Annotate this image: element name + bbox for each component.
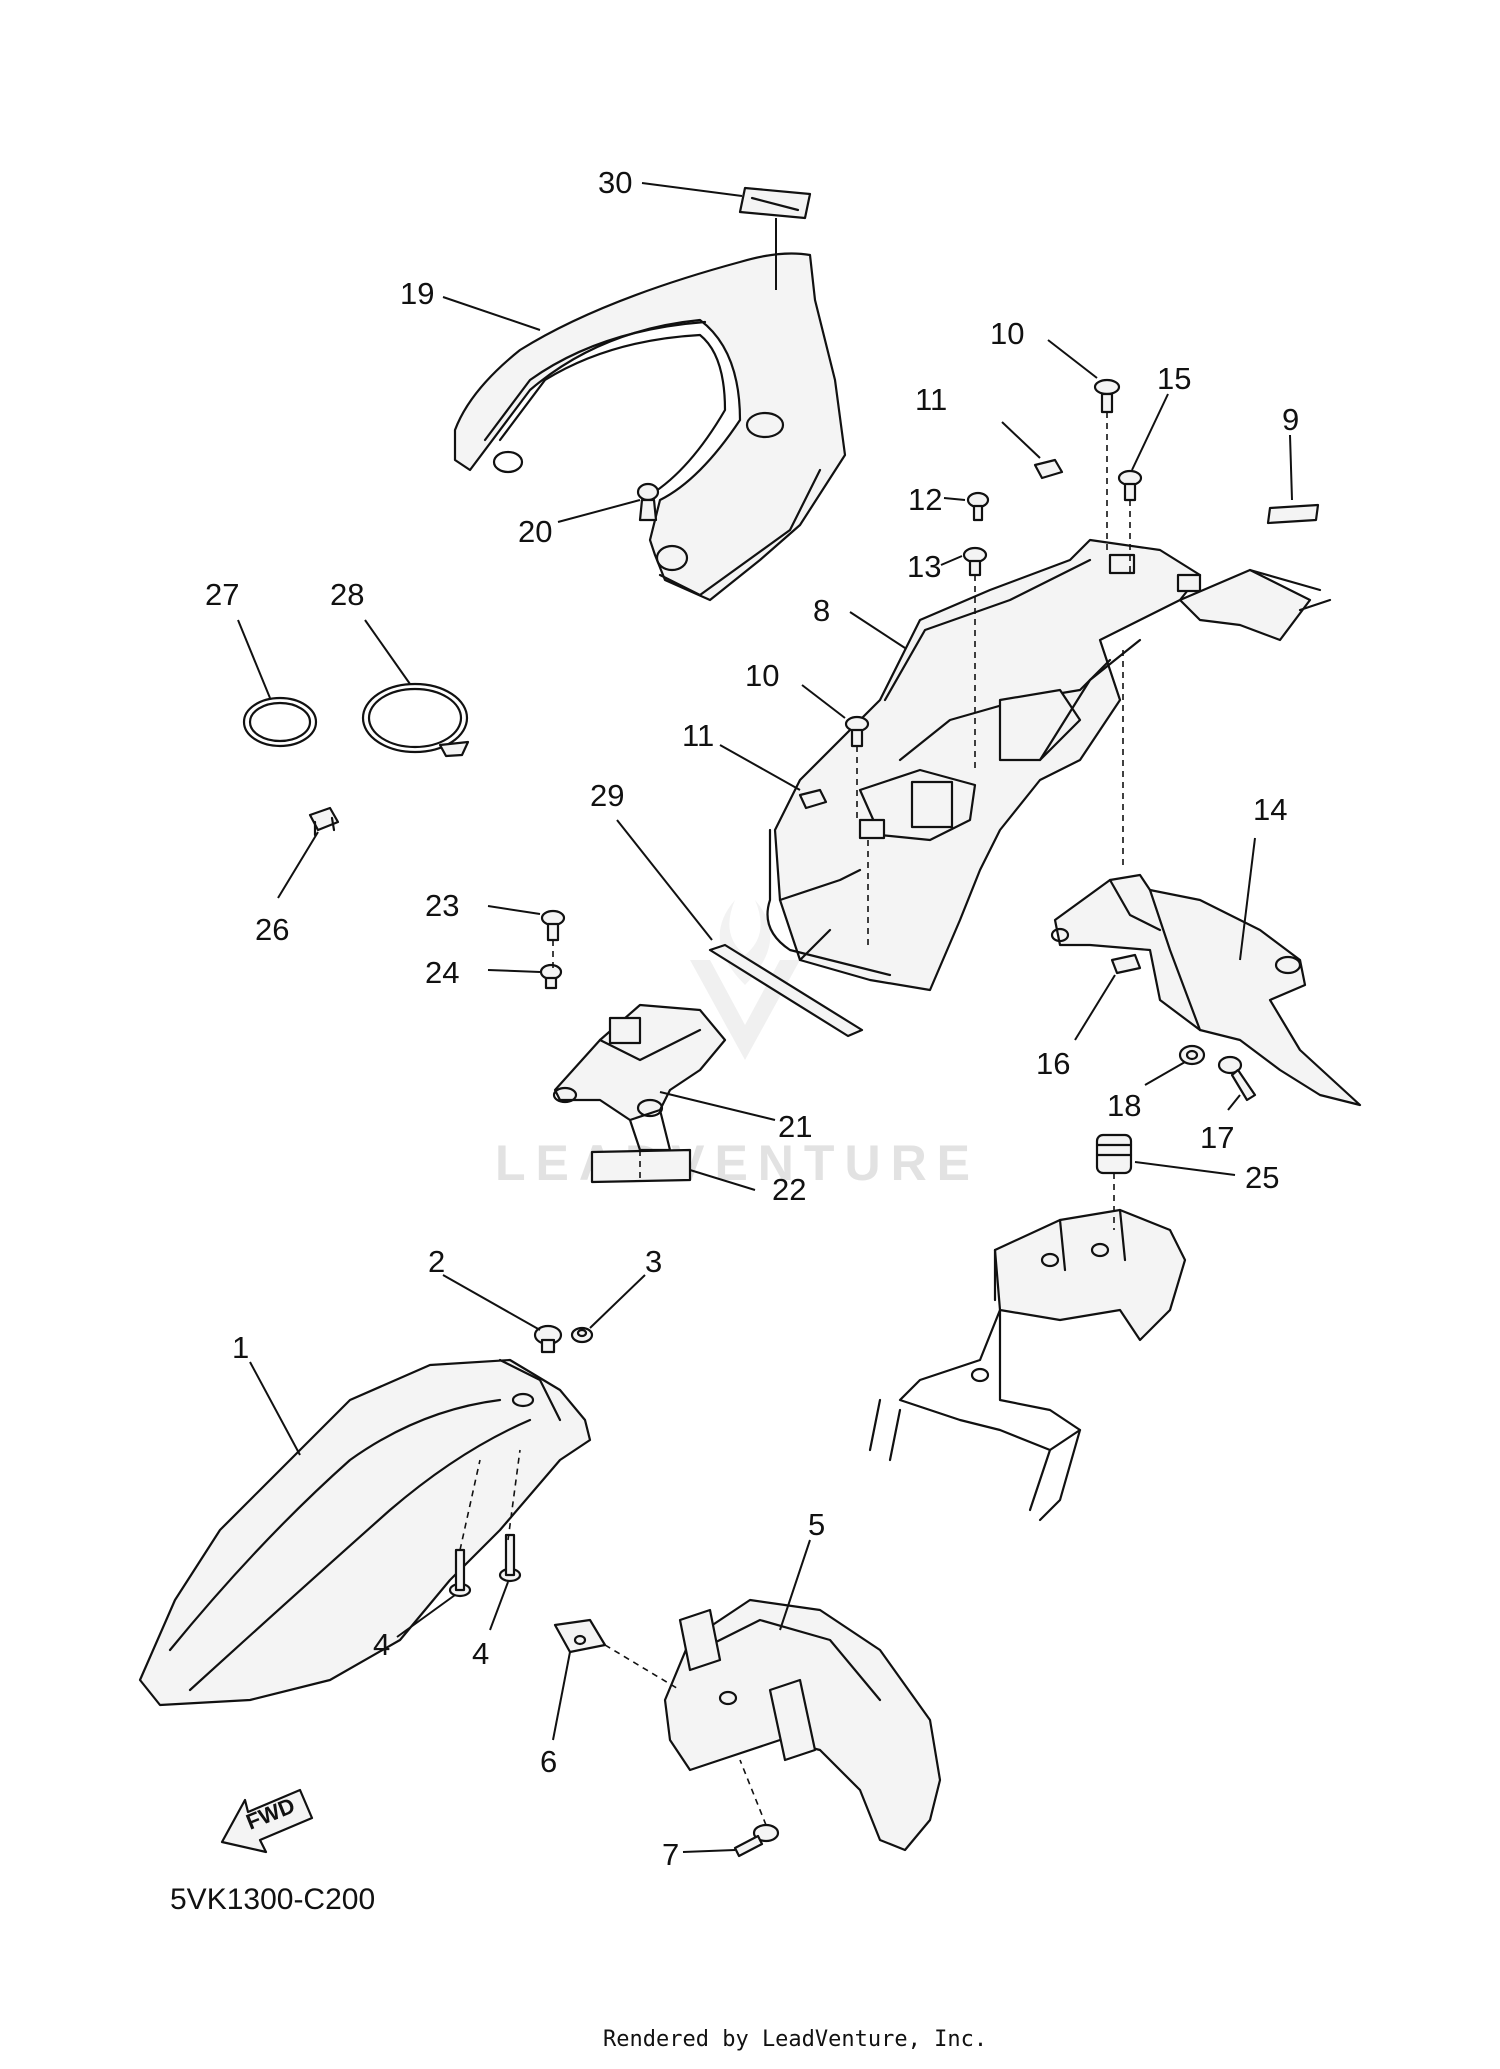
part-4-bolt-right	[498, 1533, 522, 1583]
part-24-nut	[539, 963, 563, 990]
callout-4-right: 4	[472, 1636, 489, 1671]
part-8-rear-fender	[766, 538, 1332, 992]
callout-15: 15	[1157, 361, 1191, 396]
part-11-nut-upper	[1033, 458, 1064, 480]
diagram-code: 5VK1300-C200	[170, 1883, 375, 1916]
callout-10-lower: 10	[745, 658, 779, 693]
part-25-damper	[1095, 1133, 1133, 1175]
part-12-screw	[966, 491, 990, 522]
part-11-nut-lower	[798, 788, 828, 810]
part-30-emblem	[738, 186, 812, 220]
callout-11-upper: 11	[915, 382, 947, 417]
callout-19: 19	[400, 276, 434, 311]
callout-6: 6	[540, 1744, 557, 1779]
callout-21: 21	[778, 1109, 812, 1144]
part-20-damper	[636, 482, 660, 522]
callout-4-left: 4	[373, 1627, 390, 1662]
part-21-bracket	[552, 1003, 727, 1152]
callout-30: 30	[598, 165, 632, 200]
callout-8: 8	[813, 593, 830, 628]
part-3-nut	[570, 1326, 594, 1344]
part-18-collar	[1178, 1044, 1206, 1066]
callout-12: 12	[908, 482, 942, 517]
callout-13: 13	[907, 549, 941, 584]
callout-26: 26	[255, 912, 289, 947]
part-19-seat-cowl	[453, 252, 847, 602]
part-27-ring	[242, 696, 318, 748]
part-22-pad	[590, 1148, 692, 1184]
part-14-license-bracket	[1050, 873, 1362, 1107]
callout-7: 7	[662, 1837, 679, 1872]
callout-23: 23	[425, 888, 459, 923]
callout-11-lower: 11	[682, 718, 714, 753]
part-4-bolt-left	[448, 1548, 472, 1598]
part-29-strip	[708, 943, 864, 1038]
callout-1: 1	[232, 1330, 249, 1365]
callout-17: 17	[1200, 1120, 1234, 1155]
part-13-screw	[962, 546, 988, 577]
callout-28: 28	[330, 577, 364, 612]
callout-22: 22	[772, 1172, 806, 1207]
callout-25: 25	[1245, 1160, 1279, 1195]
callout-29: 29	[590, 778, 624, 813]
callout-3: 3	[645, 1244, 662, 1279]
part-17-bolt	[1217, 1055, 1257, 1102]
watermark-text: LEADVENTURE	[495, 1135, 980, 1191]
part-28-band	[361, 682, 470, 758]
part-6-clamp	[553, 1618, 607, 1654]
callout-16: 16	[1036, 1046, 1070, 1081]
part-23-bolt	[540, 909, 566, 942]
leader-lines	[237, 182, 1293, 1853]
callout-numbers: 30 19 20 10 15 11 9 12 13 8 27 28 10 11 …	[205, 165, 1299, 1872]
render-credit: Rendered by LeadVenture, Inc.	[603, 2027, 987, 2052]
part-5-inner-fender	[663, 1598, 942, 1852]
callout-18: 18	[1107, 1088, 1141, 1123]
callout-14: 14	[1253, 792, 1287, 827]
part-10-bolt-lower	[844, 715, 870, 748]
part-7-bolt	[733, 1823, 780, 1858]
part-10-bolt-upper	[1093, 378, 1121, 414]
callout-9: 9	[1282, 402, 1299, 437]
part-16-nut	[1110, 953, 1142, 975]
callout-24: 24	[425, 955, 459, 990]
callout-27: 27	[205, 577, 239, 612]
part-2-collar	[533, 1324, 563, 1354]
fwd-arrow: FWD	[220, 1788, 314, 1854]
alignment-lines	[459, 412, 1131, 1826]
part-1-front-fender	[138, 1358, 592, 1707]
callout-20: 20	[518, 514, 552, 549]
callout-2: 2	[428, 1244, 445, 1279]
subframe	[868, 1208, 1187, 1522]
callout-10-upper: 10	[990, 316, 1024, 351]
part-15-bolt	[1117, 469, 1143, 502]
part-26-clip	[308, 806, 340, 837]
part-9-pad	[1266, 503, 1320, 525]
callout-5: 5	[808, 1507, 825, 1542]
